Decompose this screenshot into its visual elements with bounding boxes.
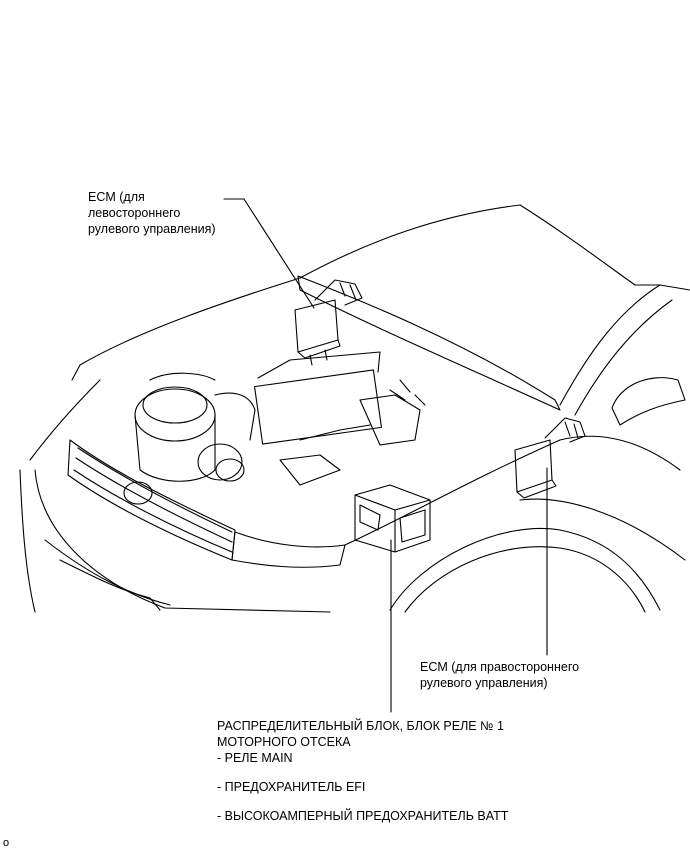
corner-mark: o: [3, 837, 10, 849]
relay-block-title-line-2: МОТОРНОГО ОТСЕКА: [217, 735, 351, 749]
relay-block-title-line-1: РАСПРЕДЕЛИТЕЛЬНЫЙ БЛОК, БЛОК РЕЛЕ № 1: [217, 719, 504, 733]
ecm-right-label: ECM (для правостороннего рулевого управл…: [420, 659, 579, 691]
engine-assembly: [135, 352, 425, 485]
relay-item-efi: - ПРЕДОХРАНИТЕЛЬ EFI: [217, 780, 366, 794]
windshield: [560, 285, 660, 405]
hood-back-edge: [300, 205, 520, 278]
side-mirror: [612, 378, 685, 425]
emblem: [124, 482, 152, 504]
hood-outline: [298, 276, 560, 410]
ecm-right-unit: [515, 418, 585, 498]
relay-block-unit: [355, 485, 430, 552]
front-bumper: [35, 470, 330, 612]
ecm-left-unit: [295, 280, 362, 365]
relay-block-label: РАСПРЕДЕЛИТЕЛЬНЫЙ БЛОК, БЛОК РЕЛЕ № 1 МО…: [217, 718, 508, 824]
headlight: [232, 532, 345, 567]
front-fender: [345, 436, 680, 545]
ecm-right-label-line-1: ECM (для правостороннего: [420, 660, 580, 674]
relay-item-main: - РЕЛЕ MAIN: [217, 751, 293, 765]
ecm-left-label: ECM (для левостороннего рулевого управле…: [88, 189, 216, 237]
ecm-left-label-line-2: левостороннего: [88, 206, 181, 220]
wheel-arch: [390, 528, 660, 610]
relay-item-batt: - ВЫСОКОАМПЕРНЫЙ ПРЕДОХРАНИТЕЛЬ BATT: [217, 809, 509, 823]
hood-leading-edge: [72, 278, 300, 380]
ecm-right-label-line-2: рулевого управления): [420, 676, 548, 690]
ecm-left-label-line-1: ECM (для: [88, 190, 145, 204]
ecm-left-label-line-3: рулевого управления): [88, 222, 216, 236]
